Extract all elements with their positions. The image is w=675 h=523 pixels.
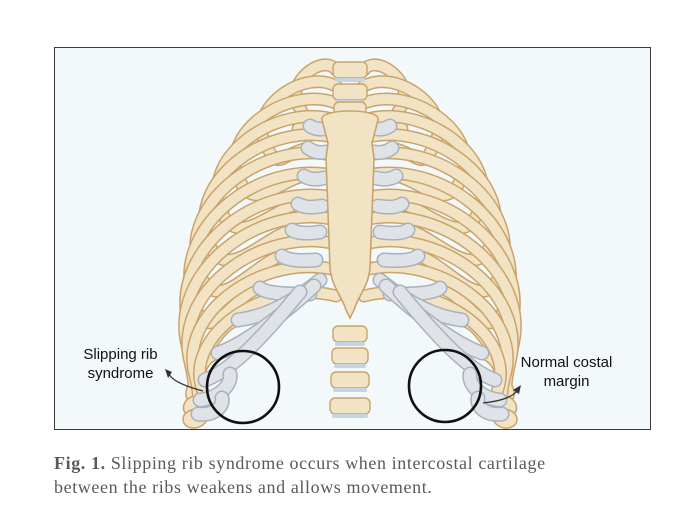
intervertebral-disc bbox=[335, 78, 365, 82]
ribs bbox=[178, 58, 522, 429]
caption-figure-number: Fig. 1. bbox=[54, 453, 106, 473]
rib-fill bbox=[184, 261, 341, 416]
highlight-circle-right bbox=[407, 348, 483, 424]
costal-margin-fill bbox=[199, 286, 306, 386]
intervertebral-disc bbox=[332, 414, 368, 418]
figure-panel: Slipping rib syndrome Normal costal marg… bbox=[54, 47, 651, 430]
arrowhead-right bbox=[513, 385, 521, 394]
label-normal-costal-margin: Normal costal margin bbox=[504, 353, 629, 391]
cartilage-fill bbox=[276, 250, 322, 267]
vertebra bbox=[330, 371, 370, 389]
costal-margin-fill bbox=[192, 392, 229, 421]
sternum-body bbox=[321, 110, 379, 320]
vertebra bbox=[331, 347, 369, 365]
rib-fill bbox=[290, 59, 341, 134]
vertebra bbox=[332, 83, 368, 101]
arrowhead-left bbox=[165, 369, 172, 378]
vertebra bbox=[332, 61, 368, 79]
costal-margin-fill bbox=[463, 368, 506, 406]
caption-text-line1: Slipping rib syndrome occurs when interc… bbox=[110, 453, 546, 473]
label-right-line2: margin bbox=[543, 373, 590, 390]
cartilage-fill bbox=[298, 170, 330, 186]
arrow-right bbox=[482, 390, 518, 404]
rib-fill bbox=[359, 59, 410, 134]
label-left-line2: syndrome bbox=[87, 365, 154, 382]
sternum bbox=[321, 110, 379, 320]
vertebra bbox=[332, 325, 368, 343]
cartilage-fill bbox=[372, 198, 408, 214]
costal-margin-fill bbox=[194, 368, 237, 406]
spine bbox=[329, 61, 371, 418]
cartilage-fill bbox=[374, 224, 414, 240]
cartilage-fill bbox=[302, 142, 332, 159]
label-right-line1: Normal costal bbox=[520, 354, 613, 371]
label-left-line1: Slipping rib bbox=[83, 346, 158, 363]
figure-caption: Fig. 1. Slipping rib syndrome occurs whe… bbox=[54, 451, 659, 499]
intervertebral-disc bbox=[333, 388, 367, 392]
intervertebral-disc bbox=[335, 342, 365, 346]
cartilage-fill bbox=[378, 250, 424, 267]
rib-cage-illustration bbox=[165, 58, 522, 429]
caption-line1: Fig. 1. Slipping rib syndrome occurs whe… bbox=[54, 451, 659, 475]
cartilage-fill bbox=[292, 198, 328, 214]
highlight-circle-left bbox=[205, 349, 281, 425]
label-slipping-rib-syndrome: Slipping rib syndrome bbox=[63, 345, 178, 383]
caption-text-line2: between the ribs weakens and allows move… bbox=[54, 477, 433, 497]
cartilage-fill bbox=[286, 224, 326, 240]
arrow-left bbox=[168, 373, 204, 392]
intervertebral-disc bbox=[334, 364, 366, 368]
vertebra bbox=[329, 397, 371, 415]
cartilage-fill bbox=[370, 170, 402, 186]
rib-fill bbox=[359, 261, 516, 416]
cartilage-fill bbox=[368, 142, 398, 159]
